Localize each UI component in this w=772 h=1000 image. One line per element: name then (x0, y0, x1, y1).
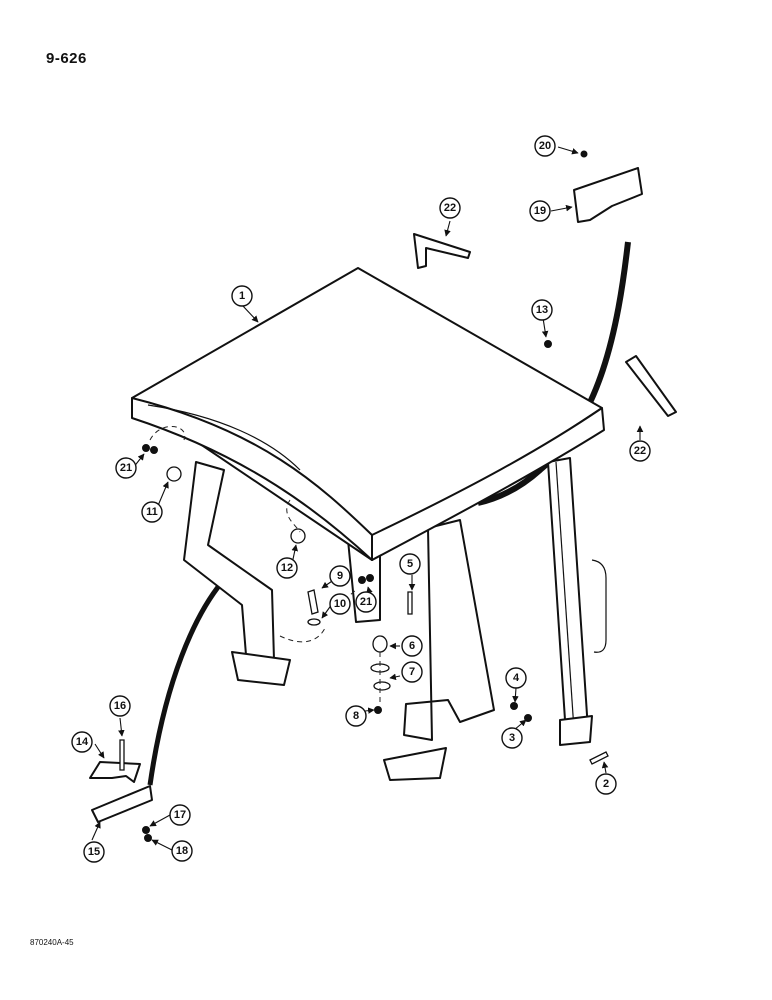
callout-17: 17 (169, 804, 191, 826)
handle-top (413, 233, 471, 269)
callout-1: 1 (231, 285, 253, 307)
front-right-post (383, 519, 495, 781)
callout-20: 20 (534, 135, 556, 157)
svg-text:11: 11 (146, 506, 158, 518)
callout-13: 13 (531, 299, 553, 321)
callout-15: 15 (83, 841, 105, 863)
callout-10: 10 (329, 593, 351, 615)
handle-right (625, 355, 677, 417)
hardware-items (119, 150, 609, 842)
callout-19: 19 (529, 200, 551, 222)
rear-left-post (183, 461, 291, 686)
svg-text:17: 17 (174, 809, 186, 821)
svg-text:12: 12 (281, 562, 293, 574)
callout-3: 3 (501, 727, 523, 749)
svg-text:5: 5 (407, 558, 413, 570)
svg-text:2: 2 (603, 778, 609, 790)
callout-5: 5 (399, 553, 421, 575)
rear-right-post (547, 457, 607, 746)
callout-22-top: 22 (439, 197, 461, 219)
callout-18: 18 (171, 840, 193, 862)
callout-22-right: 22 (629, 440, 651, 462)
svg-text:22: 22 (634, 445, 646, 457)
callout-7: 7 (401, 661, 423, 683)
callout-14: 14 (71, 731, 93, 753)
callout-21-left: 21 (115, 457, 137, 479)
svg-text:19: 19 (534, 205, 546, 217)
svg-text:7: 7 (409, 666, 415, 678)
svg-text:20: 20 (539, 140, 551, 152)
svg-text:1: 1 (239, 290, 245, 302)
callout-9: 9 (329, 565, 351, 587)
callout-4: 4 (505, 667, 527, 689)
svg-text:13: 13 (536, 304, 548, 316)
svg-text:8: 8 (353, 710, 359, 722)
svg-text:21: 21 (120, 462, 132, 474)
wiring-harness-left (147, 580, 224, 786)
svg-text:14: 14 (76, 736, 89, 748)
svg-text:3: 3 (509, 732, 515, 744)
svg-text:16: 16 (114, 700, 126, 712)
callout-16: 16 (109, 695, 131, 717)
page-number: 9-626 (46, 50, 87, 67)
svg-text:4: 4 (513, 672, 520, 684)
svg-text:15: 15 (88, 846, 100, 858)
svg-text:6: 6 (409, 640, 415, 652)
callout-11: 11 (141, 501, 163, 523)
callout-21-center: 21 (355, 591, 377, 613)
svg-text:21: 21 (360, 596, 372, 608)
u-bracket (89, 761, 141, 783)
svg-text:10: 10 (334, 598, 346, 610)
base-plate (91, 785, 153, 823)
callout-6: 6 (401, 635, 423, 657)
canopy-roof (131, 267, 605, 561)
callout-8: 8 (345, 705, 367, 727)
svg-text:9: 9 (337, 570, 343, 582)
drawing-code: 870240A-45 (30, 938, 74, 947)
svg-text:18: 18 (176, 845, 188, 857)
svg-text:22: 22 (444, 202, 456, 214)
callout-12: 12 (276, 557, 298, 579)
callout-2: 2 (595, 773, 617, 795)
bracket (573, 167, 643, 223)
